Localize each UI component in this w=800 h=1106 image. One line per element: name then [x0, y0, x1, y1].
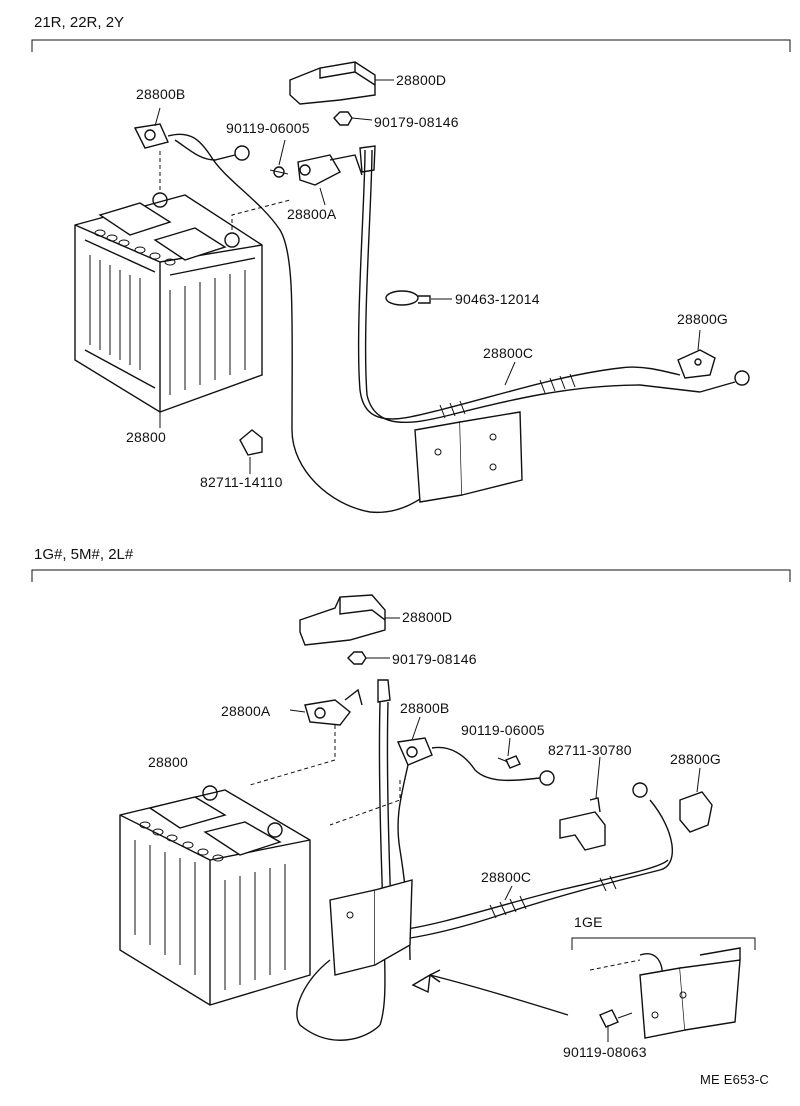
terminal-neg-2-drawing	[329, 737, 555, 961]
cap-2-drawing	[679, 791, 713, 833]
leaders-2	[289, 617, 701, 1042]
cover-2-drawing	[299, 594, 386, 646]
section-1-bracket	[31, 39, 791, 52]
nut-2-drawing	[347, 651, 367, 665]
label-cover-1: 28800D	[396, 72, 447, 88]
battery-1-drawing	[74, 150, 291, 413]
label-terminal-neg-2: 28800B	[400, 700, 450, 716]
nut-1-drawing	[333, 111, 353, 126]
label-cap-2: 28800G	[670, 751, 722, 767]
cover-1-drawing	[289, 61, 376, 105]
label-clip-2: 82711-30780	[548, 742, 632, 758]
label-terminal-pos-1: 28800A	[287, 206, 337, 222]
label-cover-2: 28800D	[402, 609, 453, 625]
label-nut-1: 90179-08146	[374, 114, 459, 130]
label-terminal-neg-1: 28800B	[136, 86, 186, 102]
clip-1-drawing	[239, 429, 263, 456]
label-bolt-2: 90119-06005	[461, 722, 545, 738]
label-clip-1: 82711-14110	[200, 474, 283, 490]
cap-1-drawing	[677, 349, 716, 379]
clip-2-drawing	[559, 797, 606, 851]
footer-code: ME E653-C	[700, 1072, 769, 1087]
label-battery-1: 28800	[126, 429, 166, 445]
label-cap-1: 28800G	[677, 311, 729, 327]
battery-2-drawing	[119, 785, 311, 1006]
label-cable-2: 28800C	[481, 869, 532, 885]
label-sub-bolt: 90119-08063	[563, 1044, 647, 1060]
bolt-2-drawing	[497, 755, 521, 769]
label-battery-2: 28800	[148, 754, 188, 770]
section-2-header: 1G#, 5M#, 2L#	[34, 546, 134, 563]
clamp-1-drawing	[385, 290, 431, 306]
section-1-header: 21R, 22R, 2Y	[34, 14, 125, 31]
label-terminal-pos-2: 28800A	[221, 703, 271, 719]
label-bolt-1: 90119-06005	[226, 120, 310, 136]
section-2-bracket	[31, 569, 791, 582]
bracket-2-drawing	[329, 879, 413, 976]
inset-1ge-drawing	[411, 937, 756, 1039]
label-cable-1: 28800C	[483, 345, 534, 361]
label-inset-1ge: 1GE	[574, 914, 603, 930]
cable-1-drawing	[357, 145, 750, 423]
label-clamp-1: 90463-12014	[455, 291, 540, 307]
bracket-1-drawing	[414, 411, 523, 503]
terminal-pos-2-drawing	[249, 688, 363, 786]
label-nut-2: 90179-08146	[392, 651, 477, 667]
terminal-pos-1-drawing	[269, 154, 363, 186]
leaders-1	[154, 79, 701, 474]
